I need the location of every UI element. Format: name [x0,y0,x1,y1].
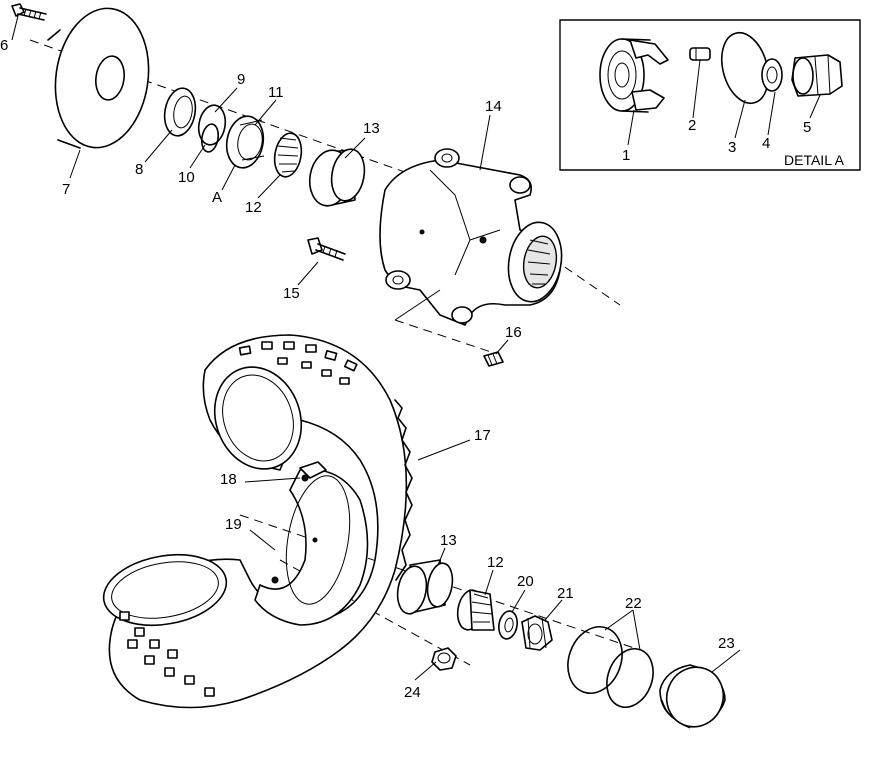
detail-part-5 [791,54,843,97]
label-part-21: 21 [557,585,574,602]
part-21-nut [521,615,553,651]
part-16-screw [483,351,504,367]
label-part-11: 11 [268,84,284,101]
part-10-ring [200,123,220,153]
label-part-9: 9 [237,71,245,88]
part-13-cup-upper [308,148,366,207]
label-part-1: 1 [622,147,630,164]
part-24-lug-nut [431,647,457,671]
part-20-washer [498,610,518,640]
label-part-A: A [212,189,222,206]
part-9-ring [197,104,227,146]
label-part-18: 18 [220,471,237,488]
label-part-22: 22 [625,595,642,612]
label-part-8: 8 [135,161,143,178]
part-8-seal [163,87,197,137]
part-7-disc [47,7,150,149]
part-labels: 1 2 3 4 5 DETAIL A 6 7 8 9 10 11 A 12 13… [0,37,845,701]
detail-a-frame [559,19,861,171]
label-part-14: 14 [485,98,502,115]
part-15-bolt [307,237,346,261]
part-14-knuckle [379,148,563,326]
label-part-3: 3 [728,139,736,156]
detail-part-1 [599,38,669,113]
label-part-23: 23 [718,635,735,652]
detail-part-2 [689,47,711,61]
label-part-5: 5 [803,119,811,136]
leader-16-axis [394,289,441,321]
part-19-wheel-rim [254,461,369,626]
label-part-19: 19 [225,516,242,533]
label-part-12-upper: 12 [245,199,262,216]
label-part-4: 4 [762,135,770,152]
label-part-10: 10 [178,169,195,186]
detail-a-box [559,19,861,171]
part-12-bearing-upper [273,132,303,178]
label-part-13-lower: 13 [440,532,457,549]
label-part-2: 2 [688,117,696,134]
label-part-20: 20 [517,573,534,590]
part-13-cup-lower [396,559,454,615]
label-part-7: 7 [62,181,70,198]
label-part-24: 24 [404,684,421,701]
part-12-bearing-lower [456,589,495,631]
leader-lines [11,15,741,681]
part-22-o-rings [567,626,654,708]
tire-tread [119,341,358,697]
part-17-tire [102,334,413,709]
label-part-12-lower: 12 [487,554,504,571]
part-6-bolt [11,3,47,21]
part-23-hub-cap [659,664,726,729]
label-part-16: 16 [505,324,522,341]
label-part-15: 15 [283,285,300,302]
detail-a-title: DETAIL A [784,152,845,168]
label-part-17: 17 [474,427,491,444]
part-11-hub [225,115,265,169]
label-part-13-upper: 13 [363,120,380,137]
detail-part-4 [761,58,783,92]
label-part-6: 6 [0,37,8,54]
